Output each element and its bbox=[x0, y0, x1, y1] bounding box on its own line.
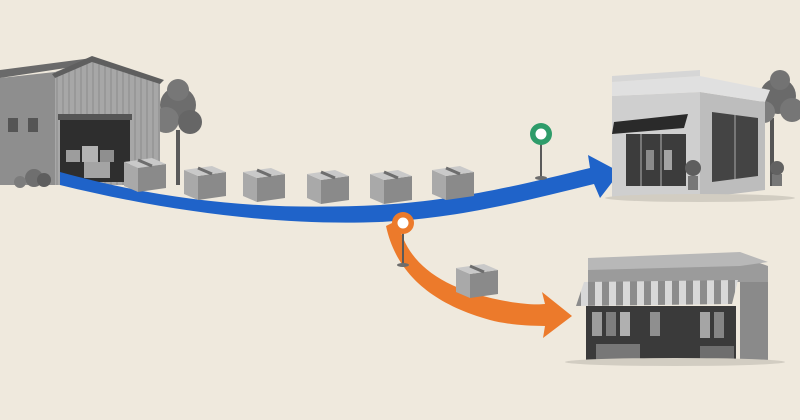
location-pin-orange-icon bbox=[392, 212, 414, 267]
main-route-boxes bbox=[124, 158, 474, 204]
main-route-arrow-body bbox=[60, 155, 620, 223]
branch-route-arrow-body bbox=[386, 220, 572, 338]
branch-route-boxes bbox=[456, 264, 498, 298]
main-box-icon-5 bbox=[370, 170, 412, 204]
boutique-store-icon bbox=[605, 70, 800, 202]
main-box-icon-2 bbox=[184, 166, 226, 200]
branch-box-icon-1 bbox=[456, 264, 498, 298]
main-box-icon-4 bbox=[307, 170, 349, 204]
main-box-icon-3 bbox=[243, 168, 285, 202]
main-box-icon-1 bbox=[124, 158, 166, 192]
warehouse-icon bbox=[0, 56, 202, 188]
market-stall-icon bbox=[565, 252, 785, 366]
location-pin-green-icon bbox=[530, 123, 552, 180]
main-box-icon-6 bbox=[432, 166, 474, 200]
